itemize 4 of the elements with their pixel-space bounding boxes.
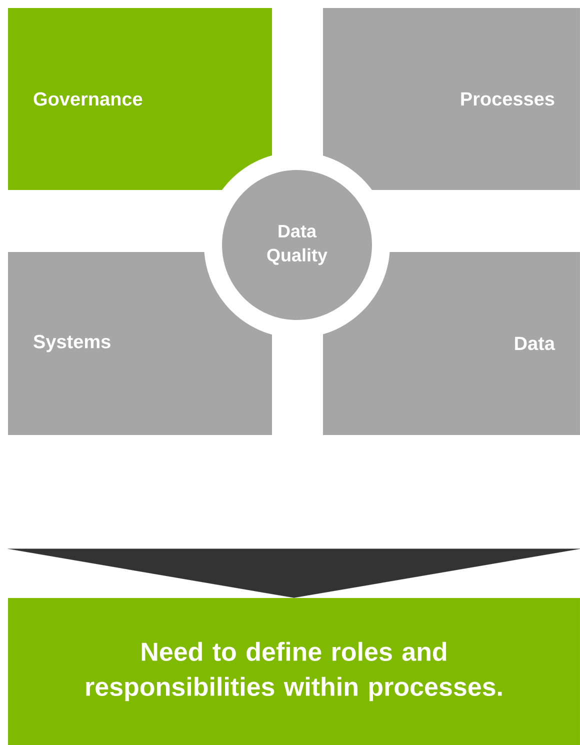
arrow	[8, 548, 580, 598]
category-box: Processes	[323, 8, 580, 190]
category-box: Governance	[8, 8, 272, 190]
conclusion-box: Need to define roles and responsibilities within processes.	[8, 598, 580, 745]
